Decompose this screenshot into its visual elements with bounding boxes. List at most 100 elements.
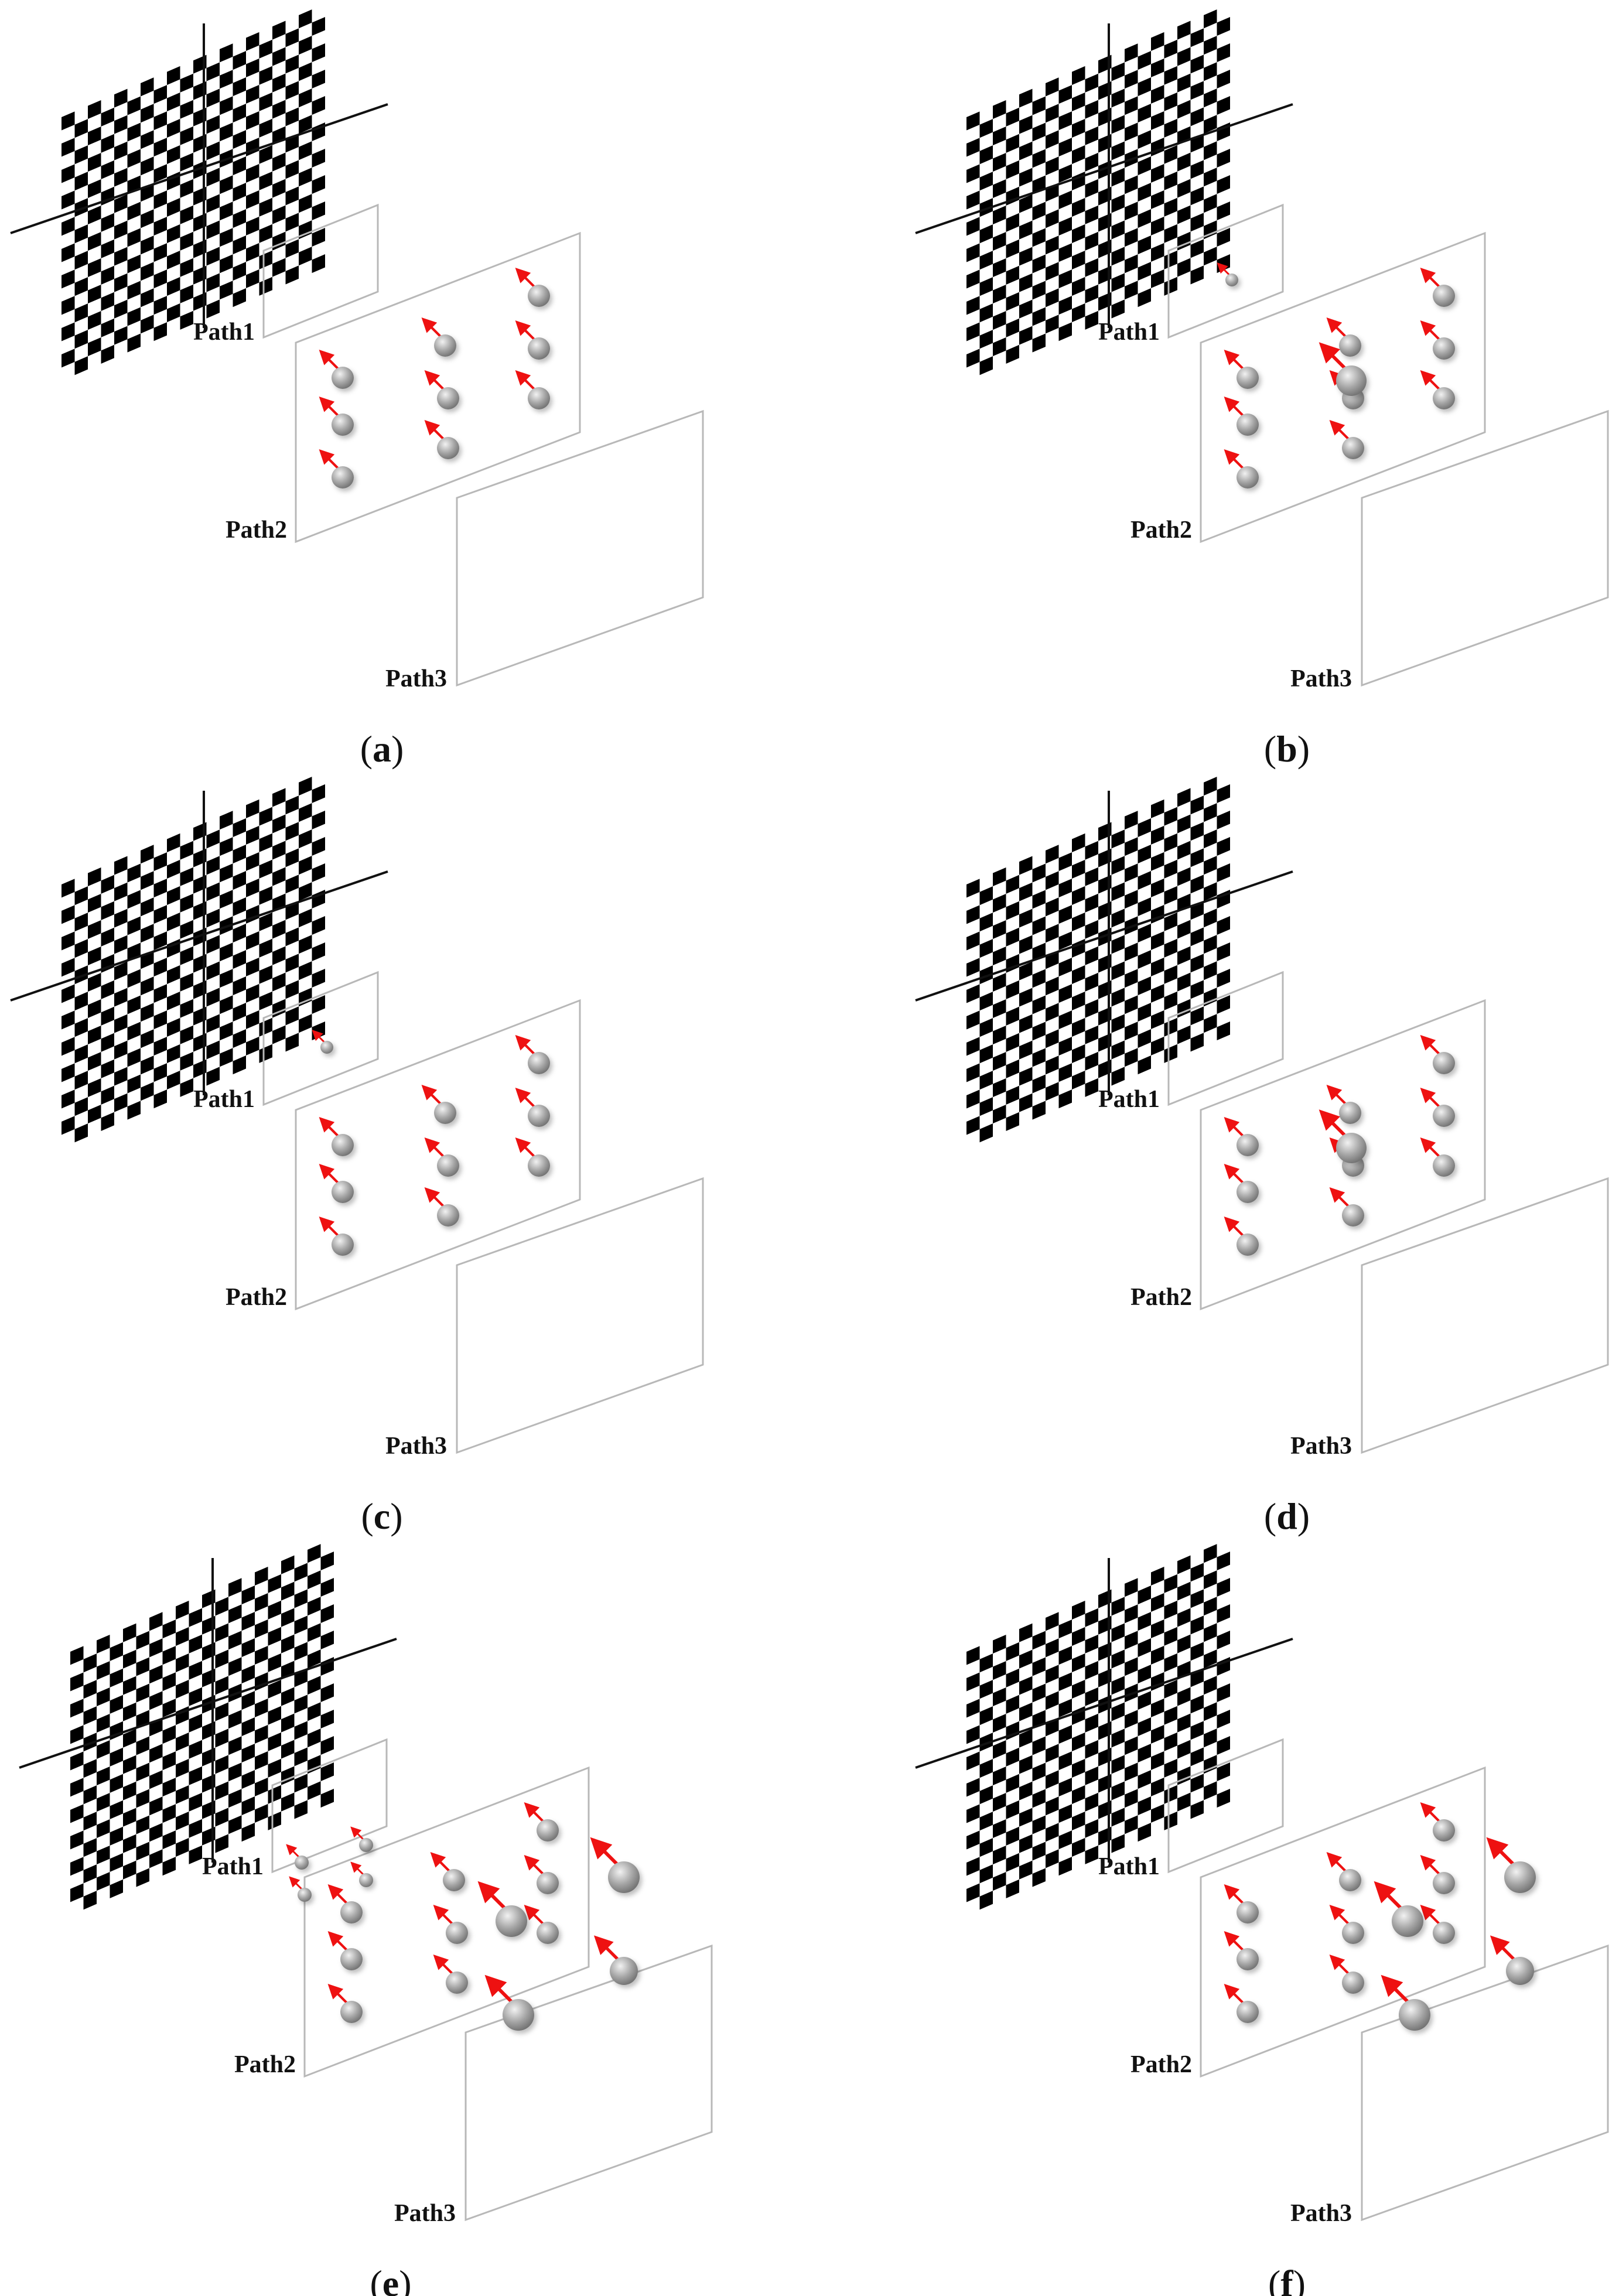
path2-sphere	[1420, 1034, 1455, 1074]
sphere	[1339, 334, 1361, 357]
sphere	[528, 387, 550, 409]
path2-label: Path2	[1130, 2051, 1192, 2078]
path2-sphere	[327, 1931, 363, 1970]
path1-sphere	[350, 1861, 373, 1887]
path3-plane	[1361, 409, 1609, 687]
path3-label: Path3	[1290, 665, 1352, 692]
sphere	[1399, 1999, 1430, 2031]
path1-sphere	[350, 1826, 373, 1852]
horizontal-axis	[915, 870, 1293, 1002]
path3-sphere	[1374, 1881, 1423, 1937]
sphere	[359, 1873, 373, 1887]
sphere	[1392, 1905, 1423, 1937]
path3-sphere	[1319, 1109, 1367, 1163]
path3-sphere	[593, 1935, 638, 1985]
path2-sphere	[421, 317, 456, 357]
sphere	[332, 1181, 354, 1203]
sphere	[332, 1234, 354, 1256]
sphere	[446, 1972, 468, 1994]
sphere	[503, 1999, 534, 2031]
path2-sphere	[319, 1216, 354, 1256]
path2-sphere	[1329, 1187, 1364, 1226]
horizontal-axis	[10, 870, 388, 1002]
path2-sphere	[1329, 1904, 1364, 1944]
panel-caption: (b)	[1264, 728, 1310, 770]
sphere	[528, 337, 550, 360]
path2-sphere	[327, 1983, 363, 2023]
sphere	[1339, 1102, 1361, 1124]
path3-plane	[464, 1944, 713, 2222]
path2-sphere	[1326, 1084, 1361, 1124]
panel-caption: (c)	[361, 1495, 402, 1537]
sphere	[332, 1134, 354, 1156]
path3-sphere	[484, 1974, 534, 2031]
path2-label: Path2	[1130, 517, 1192, 544]
sphere	[1433, 1922, 1455, 1944]
path2-sphere	[1224, 349, 1259, 389]
horizontal-axis	[915, 103, 1293, 234]
path2-sphere	[1224, 1163, 1259, 1203]
sphere	[1237, 367, 1259, 389]
panel-caption: (f)	[1268, 2263, 1306, 2296]
sphere	[434, 334, 456, 357]
path2-sphere	[515, 1087, 550, 1127]
sphere	[1506, 1957, 1534, 1985]
path1-sphere	[312, 1030, 333, 1054]
sphere	[1342, 437, 1364, 459]
sphere	[340, 1948, 363, 1970]
sphere	[340, 2001, 363, 2023]
sphere	[443, 1869, 465, 1891]
path2-plane	[1200, 999, 1486, 1311]
path2-sphere	[433, 1904, 468, 1944]
horizontal-axis	[19, 1638, 397, 1769]
path2-plane	[1200, 231, 1486, 544]
sphere	[1237, 1181, 1259, 1203]
path1-plane	[1167, 1738, 1284, 1874]
checkerboard	[966, 9, 1230, 375]
path2-sphere	[1224, 1884, 1259, 1923]
path3-plane	[456, 1177, 704, 1454]
sphere	[437, 1204, 459, 1226]
path2-sphere	[421, 1084, 456, 1124]
path2-sphere	[524, 1854, 559, 1894]
path1-sphere	[1217, 262, 1238, 286]
sphere	[437, 1154, 459, 1177]
sphere	[1237, 466, 1259, 488]
sphere	[298, 1888, 312, 1902]
path1-sphere	[289, 1876, 312, 1902]
sphere	[1433, 285, 1455, 307]
path2-sphere	[424, 1187, 459, 1226]
path2-sphere	[1420, 1854, 1455, 1894]
path1-label: Path1	[1098, 1853, 1160, 1880]
path2-sphere	[1224, 1216, 1259, 1256]
checkerboard	[62, 777, 325, 1143]
path2-sphere	[1224, 1116, 1259, 1156]
sphere	[332, 414, 354, 436]
path3-plane	[1361, 1177, 1609, 1454]
path2-sphere	[1420, 1087, 1455, 1127]
sphere	[1433, 387, 1455, 409]
path1-label: Path1	[1098, 1086, 1160, 1113]
sphere	[537, 1922, 559, 1944]
path3-sphere	[590, 1837, 640, 1893]
path2-sphere	[1329, 419, 1364, 459]
path2-sphere	[1420, 1904, 1455, 1944]
sphere	[1504, 1861, 1536, 1893]
path2-sphere	[319, 1116, 354, 1156]
path2-sphere	[1224, 449, 1259, 488]
path3-plane	[1361, 1944, 1609, 2222]
sphere	[1433, 1105, 1455, 1127]
path2-sphere	[515, 1034, 550, 1074]
path2-sphere	[424, 370, 459, 409]
panel-caption: (d)	[1264, 1495, 1310, 1537]
panel-caption: (a)	[360, 728, 404, 770]
path1-plane	[1167, 203, 1284, 339]
path1-label: Path1	[1098, 319, 1160, 346]
path3-sphere	[1381, 1974, 1430, 2031]
